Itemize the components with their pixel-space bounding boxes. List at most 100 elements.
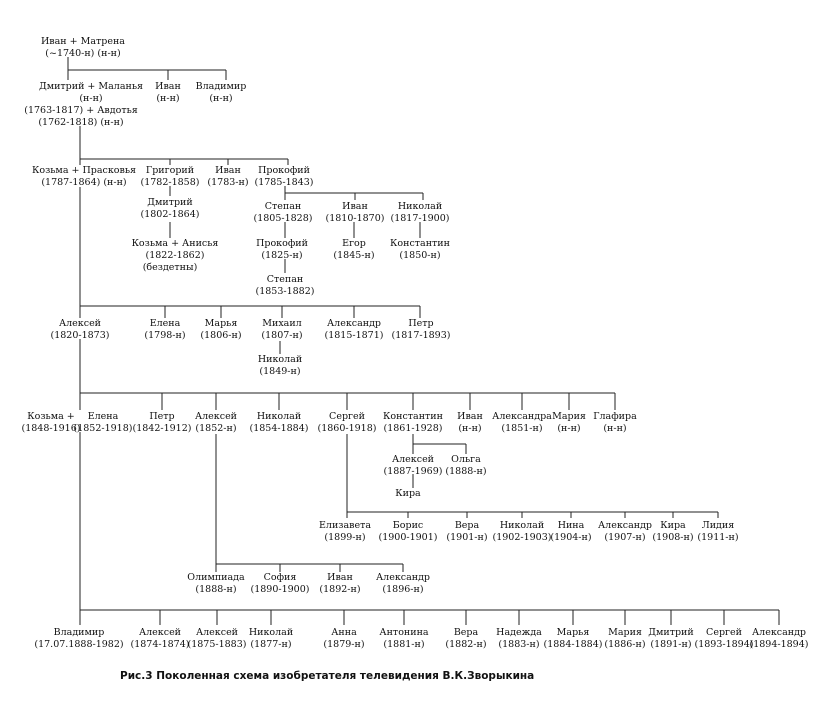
person-node: Николай(1877-н) (249, 627, 293, 650)
person-dates: (1860-1918) (318, 423, 377, 434)
person-dates: (1853-1882) (256, 286, 315, 297)
person-name: (бездетны) (143, 262, 198, 273)
person-name: Ольга (451, 454, 481, 465)
person-name: Григорий (146, 165, 194, 176)
person-node: Вера(1901-н) (446, 520, 487, 543)
person-node: Алексей(1887-1969) (384, 454, 443, 477)
person-dates: (1904-н) (550, 532, 591, 543)
person-dates: (1884-1884) (544, 639, 603, 650)
person-name: Алексей (392, 454, 434, 465)
person-dates: (н-н) (458, 423, 481, 434)
person-dates: (н-н) (603, 423, 626, 434)
person-name: Марья (557, 627, 590, 638)
person-name: Алексей (196, 627, 238, 638)
person-dates: (1892-н) (319, 584, 360, 595)
person-name: Елизавета (319, 520, 371, 531)
person-name: (1763-1817) + Авдотья (24, 105, 138, 116)
person-node: Мария(1886-н) (604, 627, 645, 650)
tree-nodes: Иван + Матрена(~1740-н) (н-н)Дмитрий + М… (22, 36, 809, 650)
person-name: Степан (265, 201, 301, 212)
person-node: (бездетны) (143, 262, 198, 273)
person-node: Сергей(1860-1918) (318, 411, 377, 434)
person-node: Александр(1907-н) (598, 520, 652, 543)
person-name: Николай (249, 627, 293, 638)
person-node: Марья(1884-1884) (544, 627, 603, 650)
person-name: Николай (257, 411, 301, 422)
person-name: Анна (331, 627, 357, 638)
person-name: Мария (552, 411, 586, 422)
person-node: Дмитрий(1891-н) (648, 627, 693, 650)
person-node: Антонина(1881-н) (379, 627, 428, 650)
person-name: Степан (267, 274, 303, 285)
person-node: Иван(н-н) (457, 411, 483, 434)
person-node: Сергей(1893-1894) (695, 627, 754, 650)
person-dates: (1762-1818) (н-н) (38, 117, 123, 128)
person-node: Ольга(1888-н) (445, 454, 486, 477)
person-name: Надежда (496, 627, 542, 638)
person-dates: (1845-н) (333, 250, 374, 261)
person-name: Лидия (702, 520, 734, 531)
person-name: Козьма + (27, 411, 74, 422)
person-name: Прокофий (258, 165, 310, 176)
person-name: Вера (455, 520, 480, 531)
person-dates: (1817-1900) (391, 213, 450, 224)
person-node: Глафира(н-н) (593, 411, 637, 434)
person-dates: (1886-н) (604, 639, 645, 650)
person-name: Иван (215, 165, 241, 176)
person-node: Елена(1798-н) (144, 318, 185, 341)
person-dates: (1888-н) (445, 466, 486, 477)
person-dates: (1891-н) (650, 639, 691, 650)
person-dates: (1783-н) (207, 177, 248, 188)
person-name: Алексей (139, 627, 181, 638)
person-node: Петр(1817-1893) (392, 318, 451, 341)
person-name: Александр (752, 627, 806, 638)
person-dates: (н-н) (79, 93, 102, 104)
person-name: Александра (492, 411, 552, 422)
person-dates: (1805-1828) (254, 213, 313, 224)
person-name: Козьма + Анисья (132, 238, 219, 249)
person-dates: (1899-н) (324, 532, 365, 543)
person-name: Кира (660, 520, 686, 531)
person-dates: (1902-1903) (493, 532, 552, 543)
person-name: Кира (395, 488, 421, 499)
person-dates: (1883-н) (498, 639, 539, 650)
person-name: Мария (608, 627, 642, 638)
person-dates: (17.07.1888-1982) (34, 639, 123, 650)
person-dates: (1901-н) (446, 532, 487, 543)
person-dates: (1851-н) (501, 423, 542, 434)
person-dates: (1825-н) (261, 250, 302, 261)
person-name: Петр (149, 411, 174, 422)
person-dates: (1849-н) (259, 366, 300, 377)
person-name: Константин (390, 238, 450, 249)
person-dates: (1787-1864) (н-н) (41, 177, 126, 188)
person-dates: (1875-1883) (188, 639, 247, 650)
person-dates: (1888-н) (195, 584, 236, 595)
person-node: Надежда(1883-н) (496, 627, 542, 650)
person-dates: (1881-н) (383, 639, 424, 650)
person-name: Николай (398, 201, 442, 212)
person-dates: (1896-н) (382, 584, 423, 595)
person-name: Прокофий (256, 238, 308, 249)
person-node: Николай(1817-1900) (391, 201, 450, 224)
person-node: Иван(1783-н) (207, 165, 248, 188)
person-name: Петр (408, 318, 433, 329)
person-dates: (1806-н) (200, 330, 241, 341)
person-dates: (1785-1843) (255, 177, 314, 188)
person-dates: (1879-н) (323, 639, 364, 650)
person-dates: (1887-1969) (384, 466, 443, 477)
person-name: Александр (598, 520, 652, 531)
person-node: Дмитрий(1802-1864) (141, 197, 200, 220)
person-name: Михаил (262, 318, 301, 329)
person-dates: (1802-1864) (141, 209, 200, 220)
person-dates: (1900-1901) (379, 532, 438, 543)
person-dates: (1852-н) (195, 423, 236, 434)
person-name: Алексей (59, 318, 101, 329)
person-name: Дмитрий (648, 627, 693, 638)
person-node: Марья(1806-н) (200, 318, 241, 341)
person-name: Иван (457, 411, 483, 422)
person-node: Степан(1853-1882) (256, 274, 315, 297)
person-dates: (1911-н) (697, 532, 738, 543)
person-node: Петр(1842-1912) (133, 411, 192, 434)
person-name: Иван + Матрена (41, 36, 125, 47)
